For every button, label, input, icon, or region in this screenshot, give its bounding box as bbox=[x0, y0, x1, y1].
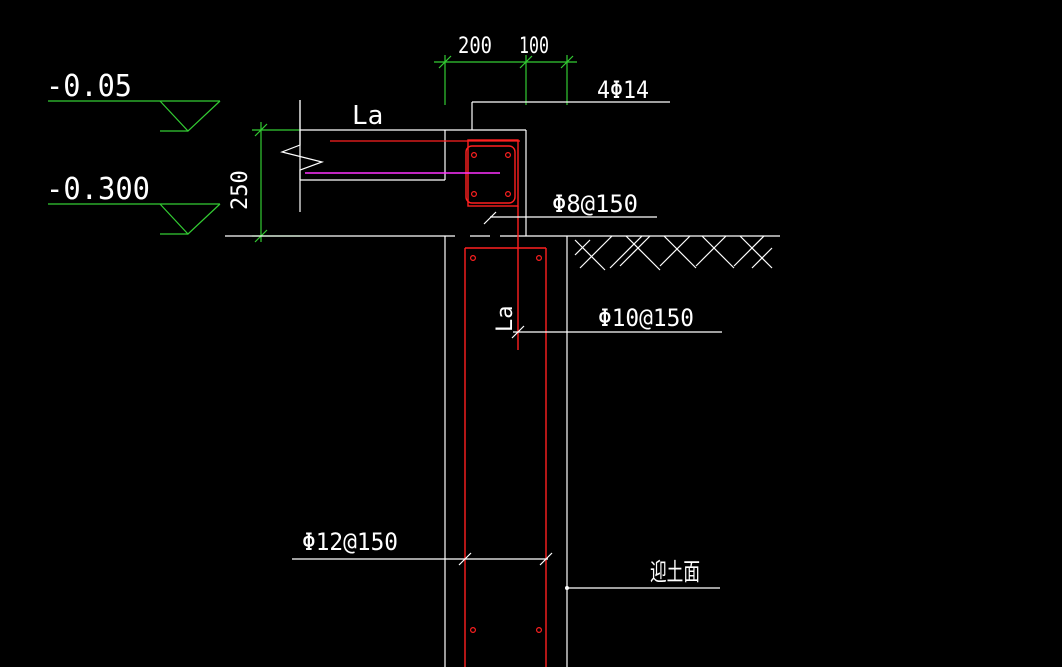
dimension-top-widths bbox=[434, 55, 577, 105]
soil-face-label: 迎土面 bbox=[650, 558, 700, 586]
beam-bar-dots bbox=[471, 152, 512, 198]
wall-rebar-cage bbox=[464, 139, 547, 667]
concrete-outline bbox=[225, 102, 780, 667]
wall-anchor-label: La bbox=[493, 306, 518, 333]
elevation-marker-bottom bbox=[48, 203, 221, 235]
slab-break-symbol bbox=[280, 100, 325, 212]
elevation-top-label: -0.05 bbox=[46, 69, 132, 104]
wall-bar-dots bbox=[470, 255, 542, 633]
rebar-wall-outer-label: Φ12@150 bbox=[302, 528, 398, 556]
dimension-250-label: 250 bbox=[228, 170, 253, 210]
callout-leaders bbox=[292, 101, 722, 589]
soil-hatch bbox=[574, 235, 773, 271]
elevation-bottom-label: -0.300 bbox=[46, 172, 150, 207]
rebar-stirrup-label: Φ8@150 bbox=[552, 190, 638, 218]
elevation-marker-top bbox=[48, 100, 221, 132]
dimension-100-label: 100 bbox=[519, 34, 549, 59]
beam-stirrup bbox=[465, 145, 516, 204]
slab-anchor-label: La bbox=[352, 101, 383, 131]
rebar-top-bars-label: 4Φ14 bbox=[597, 76, 649, 104]
dimension-slab-thickness bbox=[252, 122, 300, 243]
soil-face-marker bbox=[565, 586, 569, 590]
rebar-wall-inner-label: Φ10@150 bbox=[598, 304, 694, 332]
dimension-200-label: 200 bbox=[458, 34, 492, 59]
